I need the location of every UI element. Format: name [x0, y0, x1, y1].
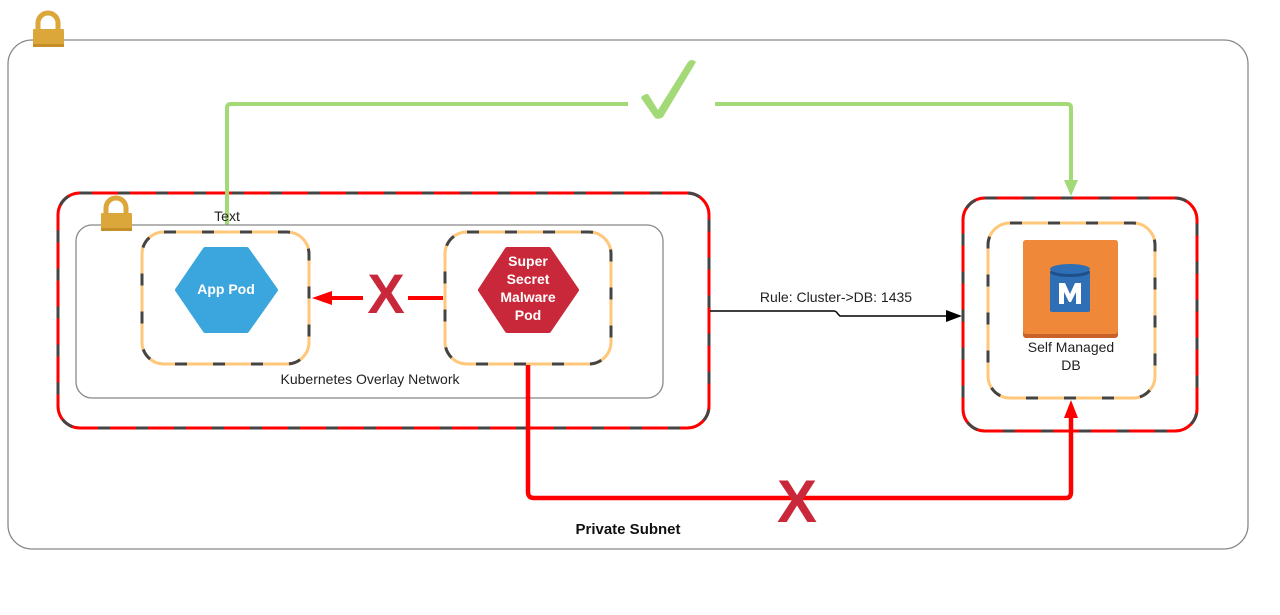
db-label-line-1: Self Managed: [1028, 339, 1114, 355]
private-subnet: Private Subnet: [7, 39, 1249, 550]
cluster-boundary-dash: [56, 191, 711, 430]
database-m-icon[interactable]: [1023, 240, 1118, 338]
app-pod-container: App Pod: [140, 230, 311, 366]
rule-connection-cluster-to-db: Rule: Cluster->DB: 1435: [710, 289, 962, 322]
blocked-arrowhead: [312, 291, 332, 305]
db-label-line-2: DB: [1061, 357, 1080, 373]
rule-path: [710, 310, 948, 317]
db-container-border-dash: [986, 221, 1157, 400]
lock-icon: [101, 195, 132, 231]
rule-label: Rule: Cluster->DB: 1435: [760, 289, 912, 305]
malware-pod-label-line-3: Malware: [500, 289, 555, 305]
overlay-network-label: Kubernetes Overlay Network: [281, 371, 461, 387]
db-m-letter: [1059, 283, 1081, 304]
allowed-arrowhead: [1064, 180, 1078, 196]
app-pod-border-dash: [140, 230, 311, 366]
app-pod-label: App Pod: [197, 281, 255, 297]
app-pod-hexagon[interactable]: [175, 247, 278, 333]
allowed-path-right: [715, 102, 1073, 182]
malware-pod-label-line-1: Super: [508, 253, 548, 269]
lock-icon: [33, 10, 64, 47]
db-container: Self Managed DB: [986, 221, 1157, 400]
blocked-connection-malware-to-db: X: [525, 365, 1078, 535]
blocked-arrowhead-db: [1064, 400, 1078, 418]
malware-pod-label-line-4: Pod: [515, 307, 541, 323]
check-icon: [641, 60, 696, 119]
private-subnet-border: [7, 39, 1249, 550]
private-subnet-label: Private Subnet: [575, 521, 680, 538]
malware-pod-container: Super Secret Malware Pod: [443, 230, 613, 366]
rule-arrowhead: [946, 310, 962, 322]
db-boundary-dash: [961, 196, 1199, 433]
malware-pod-label-line-2: Secret: [507, 271, 550, 287]
blocked-path: [525, 365, 1074, 501]
db-cylinder-lid: [1050, 264, 1090, 274]
malware-pod-hexagon[interactable]: [478, 247, 579, 333]
x-icon: X: [777, 468, 817, 535]
overlay-network-top-label: Text: [214, 208, 240, 224]
allowed-path-left: [225, 102, 628, 232]
x-icon: X: [367, 262, 404, 325]
allowed-connection-app-to-db: [225, 60, 1078, 232]
db-cylinder-body: [1050, 272, 1090, 312]
malware-pod-border-dash: [443, 230, 613, 366]
blocked-connection-malware-to-app: X: [312, 262, 443, 325]
